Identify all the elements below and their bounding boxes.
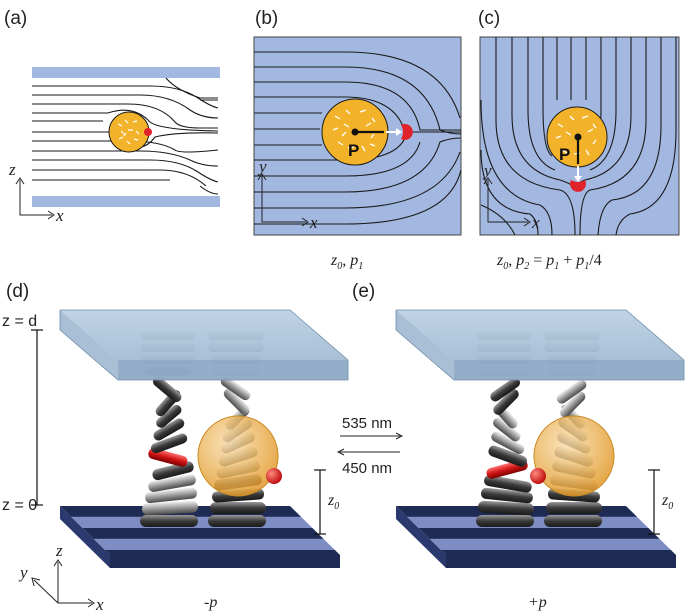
transition-arrows: 535 nm 450 nm xyxy=(336,415,404,477)
forward-arrow-head xyxy=(395,432,404,440)
top-plane-label: z = d xyxy=(2,313,37,330)
helix-left-e xyxy=(476,377,534,527)
particle-sphere-e xyxy=(533,415,615,497)
caption-d: -p xyxy=(204,594,217,611)
axis-d-z: z xyxy=(55,541,63,560)
marker-ball-d xyxy=(266,468,282,484)
panel-c: (c) P xyxy=(478,8,680,272)
axes-b xyxy=(257,173,309,227)
marker-c xyxy=(569,180,586,192)
white-arrow-head-c xyxy=(574,176,582,182)
marker-ball-e xyxy=(530,468,546,484)
top-glass-e xyxy=(395,309,685,381)
bottom-plane-label: z = 0 xyxy=(2,497,37,514)
marker-b xyxy=(401,123,413,140)
panel-a-label: (a) xyxy=(4,8,27,29)
particle-a xyxy=(108,111,150,153)
axis-c-vertical: y xyxy=(482,161,492,180)
bottom-wall xyxy=(32,196,220,207)
panel-c-label: (c) xyxy=(478,8,500,29)
axis-d-y: y xyxy=(18,563,28,582)
caption-e: +p xyxy=(528,594,547,611)
flow-lines-b xyxy=(254,51,462,225)
panel-e-label: (e) xyxy=(352,281,375,302)
top-glass-d xyxy=(59,309,349,381)
axis-d-x: x xyxy=(95,595,104,614)
backward-arrow-head xyxy=(336,448,345,456)
axis-b-vertical: y xyxy=(257,157,267,176)
panel-b: (b) P y x xyxy=(253,8,462,272)
forward-wavelength: 535 nm xyxy=(342,415,392,432)
panel-d: (d) xyxy=(2,281,349,614)
striped-substrate-e xyxy=(396,506,676,568)
axes-a xyxy=(15,177,55,220)
particle-texture-a xyxy=(117,119,140,145)
axes-3d-d xyxy=(31,559,95,608)
top-wall xyxy=(32,67,220,78)
z0-marker-d xyxy=(314,469,326,535)
axis-a-horizontal: x xyxy=(55,206,64,225)
axes-c xyxy=(483,177,531,227)
particle-label-b: P xyxy=(348,141,359,160)
axis-c-horizontal: x xyxy=(531,213,540,232)
striped-substrate-d xyxy=(60,506,340,568)
caption-b: z0, p1 xyxy=(330,252,363,272)
white-arrow-head-b xyxy=(396,128,402,136)
panel-e: (e) xyxy=(352,281,685,611)
caption-c: z0, p2 = p1 + p1/4 xyxy=(496,252,602,272)
helix-left-d xyxy=(140,376,198,527)
z0-label-d: z0 xyxy=(327,492,339,512)
axis-b-horizontal: x xyxy=(309,213,318,232)
z-scale-d xyxy=(31,329,43,506)
marker-a xyxy=(144,128,152,136)
panel-d-label: (d) xyxy=(6,281,29,302)
z0-marker-e xyxy=(648,469,660,535)
particle-texture-b xyxy=(332,109,376,152)
axis-a-vertical: z xyxy=(8,160,16,179)
particle-sphere-d xyxy=(197,415,279,497)
panel-b-label: (b) xyxy=(255,8,278,29)
panel-a: (a) z x xyxy=(4,8,220,225)
z0-label-e: z0 xyxy=(661,492,673,512)
particle-label-c: P xyxy=(559,145,570,164)
backward-wavelength: 450 nm xyxy=(342,460,392,477)
